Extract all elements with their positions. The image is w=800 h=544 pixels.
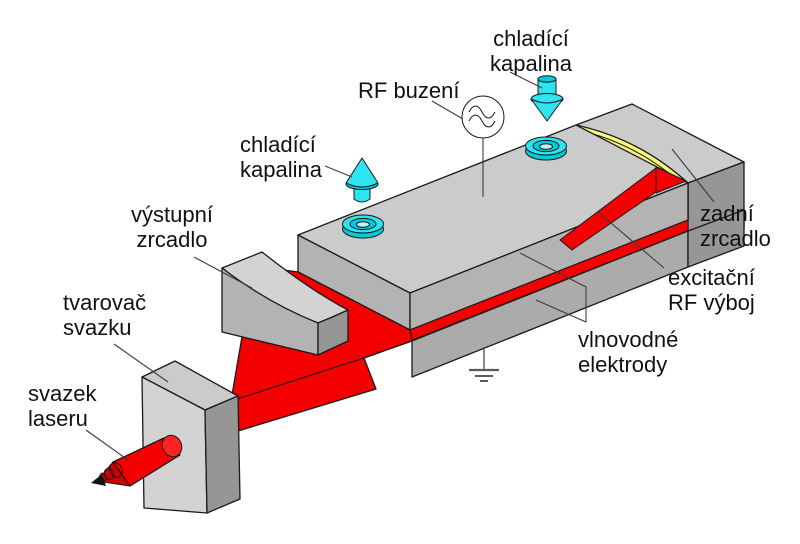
label-beam-shaper-line1: tvarovač [63, 290, 146, 315]
leader-coolant-right [509, 71, 543, 89]
rf-discharge-layer [409, 166, 689, 342]
output-mirror-right-face [317, 309, 349, 356]
label-beam-shaper-line2: svazku [63, 315, 131, 340]
label-coolant-left-line1: chladící [240, 132, 316, 157]
output-mirror-block [221, 251, 349, 356]
down-arrow-stem-top [537, 75, 557, 83]
lower-electrode-right-face [687, 209, 745, 268]
output-beam [91, 434, 183, 487]
rf-source-circle [461, 95, 505, 139]
ac-sine-source-icon [461, 95, 505, 197]
rf-sine-wave-2 [468, 114, 496, 128]
label-coolant-right-line2: kapalina [490, 51, 573, 76]
leader-laser-beam [85, 429, 129, 461]
beam-shaper-block [141, 360, 241, 514]
leader-coolant-left [324, 165, 353, 178]
label-coolant-left-line2: kapalina [240, 157, 323, 182]
leader-rear-mirror [671, 148, 715, 203]
up-arrow-cone [345, 157, 379, 188]
rf-sine-wave-1 [468, 105, 496, 119]
leader-output-mirror [193, 256, 253, 289]
beam-shaper-right-face [204, 395, 241, 514]
label-rf-discharge-line1: excitační [668, 265, 755, 290]
label-laser-beam-line1: svazek [28, 381, 97, 406]
label-rear-mirror-line1: zadní [700, 201, 754, 226]
label-output-mirror-line1: výstupní [131, 202, 213, 227]
down-arrow-icon [530, 75, 564, 122]
leader-rf-discharge [597, 211, 665, 269]
label-rf-discharge-line2: RF výboj [668, 290, 755, 315]
beam-spot-on-mirror [655, 166, 687, 194]
output-beam-arrow-tip [91, 474, 106, 486]
coolant-port-right [525, 136, 567, 161]
coolant-port-left [342, 214, 384, 239]
tip-ring-2 [103, 468, 115, 480]
label-rear-mirror-line2: zrcadlo [700, 226, 771, 251]
output-beam-end-cap [161, 434, 183, 458]
up-arrow-icon [345, 157, 379, 203]
down-arrow-cone [530, 98, 564, 122]
leader-lines [85, 71, 715, 461]
label-output-mirror-line2: zrcadlo [137, 227, 208, 252]
label-rf-drive: RF buzení [358, 78, 460, 103]
leader-rf-drive [431, 100, 464, 120]
ground-icon [469, 347, 499, 382]
tip-ring-1 [109, 462, 123, 478]
labels: chladící kapalina RF buzení chladící kap… [28, 26, 771, 431]
leader-beam-shaper [113, 343, 169, 383]
label-coolant-right-line1: chladící [493, 26, 569, 51]
label-laser-beam-line2: laseru [28, 406, 88, 431]
port-hole [539, 143, 553, 150]
lower-electrode [411, 209, 745, 378]
label-electrodes-line2: elektrody [578, 352, 667, 377]
leader-electrodes [519, 252, 587, 323]
ribbon-edge-line [230, 357, 365, 402]
port-hole [356, 221, 370, 228]
label-electrodes-line1: vlnovodné [578, 327, 678, 352]
